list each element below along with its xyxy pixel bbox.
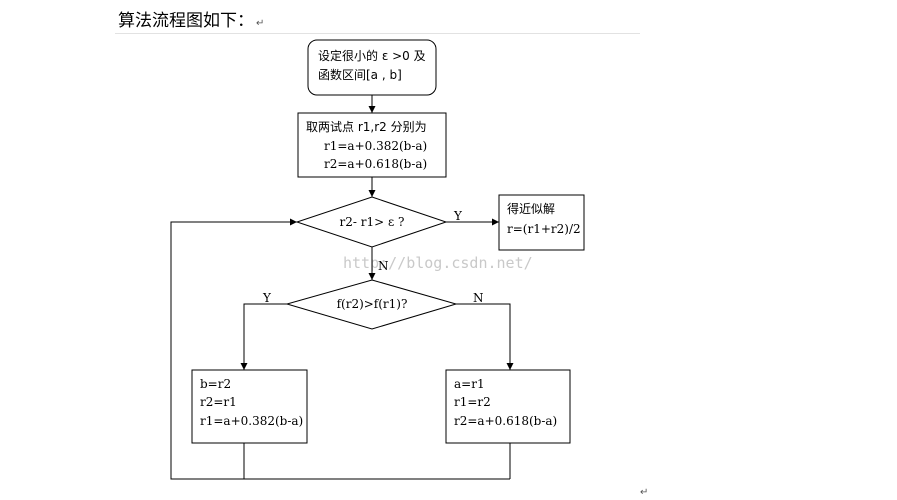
header-divider	[115, 33, 640, 34]
left-update-line-2: r2=r1	[200, 395, 237, 409]
edge-loop-back	[170, 218, 510, 480]
edge-label-cond2-no: N	[473, 291, 484, 305]
init-node-line-1: 取两试点 r1,r2 分别为	[306, 119, 427, 134]
paragraph-mark-icon: ↵	[256, 18, 265, 29]
watermark: http://blog.csdn.net/	[343, 254, 533, 272]
result-node	[498, 194, 585, 251]
right-update-line-2: r1=r2	[454, 395, 491, 409]
result-node-line-2: r=(r1+r2)/2	[507, 222, 581, 236]
right-update-line-1: a=r1	[454, 377, 485, 391]
start-node-line-1: 设定很小的 ε >0 及	[318, 48, 426, 63]
decision-node-2-text: f(r2)>f(r1)?	[337, 297, 408, 311]
init-node-line-3: r2=a+0.618(b-a)	[324, 157, 427, 171]
edge-label-cond1-no: N	[378, 259, 389, 273]
edge-label-cond2-yes: Y	[262, 291, 272, 305]
init-node-line-2: r1=a+0.382(b-a)	[324, 139, 427, 153]
page-heading: 算法流程图如下：↵	[118, 6, 264, 31]
decision-node-1-text: r2- r1> ε ?	[340, 215, 405, 229]
start-node-line-2: 函数区间[a , b]	[318, 67, 402, 82]
right-update-node	[445, 369, 571, 444]
result-node-line-1: 得近似解	[507, 201, 555, 216]
left-update-node	[191, 369, 308, 444]
edge-cond2-yes	[240, 303, 287, 370]
edge-cond2-no	[456, 303, 514, 370]
edge-label-cond1-yes: Y	[453, 209, 463, 223]
paragraph-mark-icon: ↵	[640, 487, 649, 498]
heading-text: 算法流程图如下：	[118, 11, 254, 31]
left-update-line-1: b=r2	[200, 377, 231, 391]
left-update-line-3: r1=a+0.382(b-a)	[200, 414, 303, 428]
right-update-line-3: r2=a+0.618(b-a)	[454, 414, 557, 428]
decision-node-2	[285, 279, 458, 330]
init-node	[297, 112, 447, 178]
